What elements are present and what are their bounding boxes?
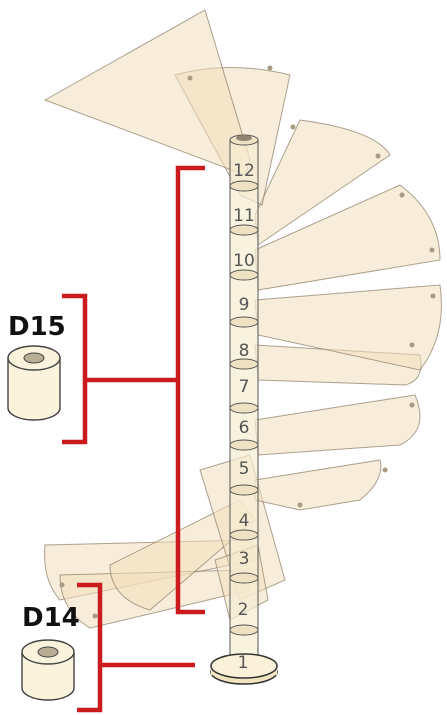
d15-spacer-icon — [8, 346, 60, 420]
step-number-8: 8 — [239, 341, 250, 361]
tread-top — [45, 10, 250, 175]
step-number-1: 1 — [238, 653, 249, 673]
d14-spacer-icon — [22, 640, 74, 700]
tread-right-1 — [255, 460, 381, 510]
step-number-3: 3 — [239, 549, 250, 569]
step-number-2: 2 — [238, 600, 249, 620]
d14-label: D14 — [22, 603, 80, 633]
step-number-11: 11 — [233, 206, 255, 226]
tread-right-2 — [255, 395, 420, 455]
step-number-7: 7 — [239, 377, 250, 397]
step-number-4: 4 — [239, 511, 250, 531]
d15-label: D15 — [8, 312, 66, 342]
step-number-9: 9 — [239, 295, 250, 315]
step-number-12: 12 — [233, 161, 255, 181]
step-number-6: 6 — [239, 418, 250, 438]
step-number-5: 5 — [239, 459, 250, 479]
step-number-10: 10 — [233, 251, 255, 271]
